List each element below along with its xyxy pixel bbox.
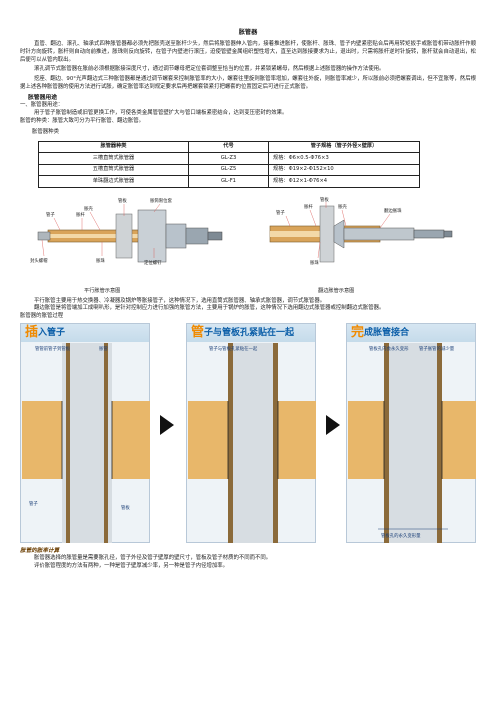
paragraph-3: 挖座、翻边、90°光声翻边式三种胀管器都是通过调节螺套来控制胀管率的大小，螺套往…: [20, 76, 476, 91]
flare-leader-lines: [285, 201, 391, 258]
panel-complete-joint: 完 成胀管接合 管板孔内会永久变形 管子胀管的减少量 管板孔的永久变形量: [346, 323, 476, 544]
panel-label: 管子: [29, 502, 38, 508]
doc-title: 胀管器: [238, 29, 258, 36]
table-cell: 规格：Φ19×2-Φ152×10: [268, 163, 420, 177]
parallel-caption: 平行胀管示意图: [84, 287, 121, 294]
section-subheading: 一、胀管器用途：: [20, 102, 64, 109]
panel-label: 管子胀管的减少量: [419, 347, 455, 353]
table-cell: 单珠翻边式胀管器: [38, 175, 189, 188]
panel-label: 胀管: [99, 347, 108, 353]
panel-label: 管板孔内会永久变形: [369, 347, 409, 353]
table-row: 五槽直筒式胀管器 GL-Z5 规格：Φ19×2-Φ152×10: [38, 163, 420, 177]
panel-label: 管管前管子到管板: [35, 347, 71, 353]
parallel-tube-drawing: [37, 209, 223, 262]
panel-tube-contact: 管 子与管板孔紧贴在一起 管子与管板孔紧贴在一起: [186, 323, 316, 544]
label-flare-tube: 管子: [276, 209, 285, 216]
panel-heading: 成胀管接合: [364, 327, 410, 338]
label-flare-mandrel: 胀杆: [304, 203, 313, 210]
kinds-text: 胀管的种类：胀管大致可分为平行胀管、翻边胀管。: [20, 118, 144, 124]
arrow-right-icon: [326, 415, 340, 436]
paragraph-2: 滚孔调节式胀管器在胀前必须根据胀接深度尺寸，通过调节螺母把定位套调整至恰当的位置…: [34, 66, 385, 73]
panel-label: 管子与管板孔紧贴在一起: [209, 347, 258, 353]
expander-diagrams: 管板 胀筒限位套 胀壳 管子 胀杆 封头螺帽 胀珠 定位螺钉: [20, 196, 476, 296]
table-header: 管子规格（管子外径×壁厚）: [268, 140, 420, 154]
calc-text-1: 胀管器选择的胀管量是需要胀孔径，管子外径及管子壁厚的壁尺寸，管板及管子材质的不同…: [34, 555, 272, 562]
intro-paragraph: 直管、翻边、滚孔、轴承式四种胀管器都必须先把胀壳送至胀杆少头，然后将胀管器伸入管…: [20, 40, 476, 63]
panel-label: 管板: [121, 506, 130, 512]
label-end-nut: 封头螺帽: [30, 257, 48, 264]
process-title: 胀管器的胀管过程: [20, 313, 64, 320]
parallel-expansion-diagram: 管板 胀筒限位套 胀壳 管子 胀杆 封头螺帽 胀珠 定位螺钉: [30, 196, 453, 266]
table-cell: GL-Z5: [188, 163, 269, 177]
section-heading: 胀管器用途: [28, 94, 57, 101]
label-flare-shell: 胀壳: [338, 203, 347, 210]
label-positioning-screw: 定位螺钉: [144, 259, 162, 266]
label-mandrel: 胀杆: [76, 211, 85, 218]
label-roller: 胀珠: [96, 257, 105, 264]
paragraph-5: 翻边胀管是将管端加工成喇叭形，是针对控制应力进行加强的胀管方法，主要用于锅炉的胀…: [34, 305, 385, 312]
table-header: 胀管器种类: [38, 140, 189, 154]
label-limit-sleeve: 胀筒限位套: [150, 197, 173, 204]
label-flare-roller-special: 翻边胀珠: [384, 207, 402, 214]
table-title: 胀管器种类: [32, 128, 59, 135]
label-shell: 胀壳: [84, 205, 93, 212]
table-cell: 规格：Φ12×1-Φ76×4: [268, 175, 420, 188]
flare-caption: 翻边胀管示意图: [318, 287, 355, 294]
label-tube-plate: 管板: [118, 197, 127, 204]
panel-heading-big: 管: [191, 324, 205, 340]
table-header-row: 胀管器种类 代号 管子规格（管子外径×壁厚）: [38, 140, 420, 154]
table-header: 代号: [188, 140, 269, 154]
usage-text: 用于管子胀管制造或旧管更换工作，可使各类金属管管壁扩大与管口端板紧密结合，达到变…: [34, 110, 288, 117]
panel-heading-big: 插: [25, 324, 39, 340]
table-row: 单珠翻边式胀管器 GL-F1 规格：Φ12×1-Φ76×4: [38, 175, 420, 188]
table-cell: GL-F1: [188, 175, 269, 188]
calc-title: 胀管的胀率计算: [20, 548, 60, 555]
panel-heading-big: 完: [351, 324, 365, 340]
label-tube: 管子: [46, 211, 55, 218]
spec-table: 胀管器种类 代号 管子规格（管子外径×壁厚） 三槽直筒式胀管器 GL-Z3 规格…: [38, 140, 420, 188]
panel-label: 管板孔的永久变形量: [381, 534, 421, 540]
calc-text-2: 评价胀管程度的方法有两种，一种是管子壁厚减少率，另一种是管子内径增加率。: [34, 563, 229, 570]
arrow-right-icon: [160, 415, 174, 436]
label-flare-tube-plate: 管板: [320, 196, 329, 203]
table-row: 三槽直筒式胀管器 GL-Z3 规格：Φ6×0.5-Φ76×3: [38, 152, 420, 165]
panel-illustration: [348, 343, 476, 544]
table-cell: 五槽直筒式胀管器: [38, 163, 189, 177]
panel-heading: 子与管板孔紧贴在一起: [204, 327, 295, 338]
table-cell: GL-Z3: [188, 152, 269, 165]
process-panels: 插 入管子 管管前管子到管板 胀管 管子 管板 管 子与管板孔紧贴在一起: [20, 323, 476, 545]
table-cell: 三槽直筒式胀管器: [38, 152, 189, 165]
paragraph-4: 平行胀管主要用于热交换器、冷凝器及锅炉等胀接管子，这种情况下，选用直筒式胀管器、…: [34, 297, 326, 304]
panel-illustration: [188, 343, 316, 544]
table-cell: 规格：Φ6×0.5-Φ76×3: [268, 152, 420, 165]
label-flare-roller: 胀珠: [310, 259, 319, 266]
panel-insert-tube: 插 入管子 管管前管子到管板 胀管 管子 管板: [20, 323, 150, 544]
parallel-leader-lines: [41, 203, 161, 258]
panel-heading: 入管子: [38, 327, 66, 338]
panel-illustration: [22, 343, 150, 544]
flare-tube-drawing: [269, 205, 453, 262]
